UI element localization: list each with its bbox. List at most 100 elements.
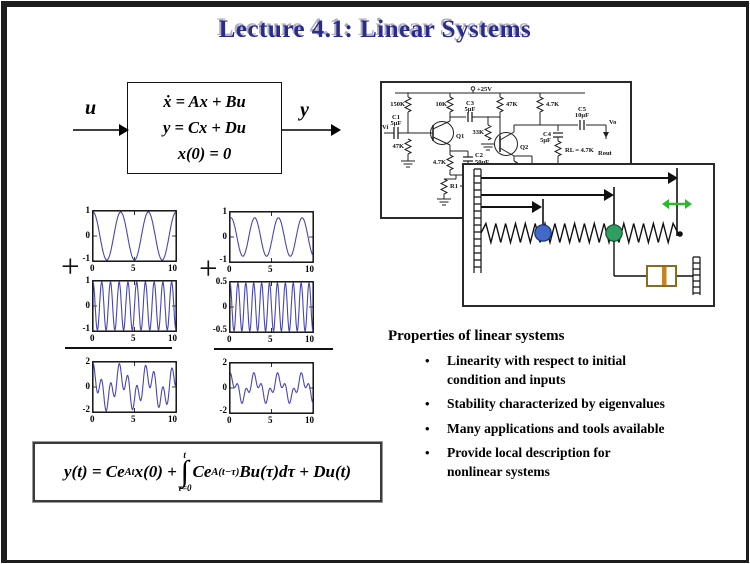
- x-tick-label: 5: [268, 415, 273, 425]
- input-arrow: [73, 124, 129, 136]
- signal-plot-right-low: 1 0 -1 0 5 10: [220, 207, 315, 274]
- resistor-47k-input: [403, 138, 413, 155]
- y-tick-label: 0.5: [215, 276, 227, 286]
- svg-text:C4: C4: [543, 131, 552, 138]
- y-tick-label: -1: [82, 323, 91, 333]
- x-tick-label: 10: [168, 333, 177, 343]
- y-tick-label: 2: [222, 357, 228, 367]
- arrowhead: [668, 172, 678, 184]
- waveform-curve: [229, 372, 314, 404]
- svg-text:C2: C2: [475, 152, 483, 159]
- properties-heading: Properties of linear systems: [388, 328, 565, 344]
- displacement-arrows: [481, 168, 678, 236]
- y-tick-label: 1: [222, 206, 228, 216]
- svg-text:C3: C3: [466, 100, 475, 107]
- y-tick-label: -2: [82, 404, 91, 414]
- x-tick-label: 0: [90, 414, 95, 424]
- signal-plot-right-high: 0.5 0 -0.5 0 5 10: [213, 277, 314, 344]
- resistor-33k: [483, 124, 493, 141]
- svg-text:C1: C1: [392, 114, 400, 121]
- fixed-wall-left: [473, 168, 482, 273]
- svg-text:10μF: 10μF: [575, 112, 589, 119]
- y-tick-label: -2: [219, 405, 228, 415]
- bullet-icon: •: [425, 353, 430, 368]
- x-tick-label: 5: [131, 414, 136, 424]
- initial-condition: x(0) = 0: [177, 144, 232, 163]
- cap-c5: [579, 120, 585, 130]
- cap-c4: [553, 132, 563, 138]
- resistor-47k-top: [495, 96, 505, 113]
- arrowhead: [532, 201, 542, 213]
- bullet-icon: •: [425, 420, 430, 436]
- ground-symbol: [401, 160, 415, 168]
- plus-sign-right: +: [199, 251, 218, 287]
- svg-text:10K: 10K: [435, 101, 447, 108]
- mass-1-blue: [534, 224, 552, 242]
- transistor-q1: [430, 121, 454, 145]
- bullet-text: Stability characterized by eigenvalues: [447, 396, 665, 411]
- formula-lhs: y(t) = Ce: [64, 462, 125, 481]
- svg-text:150K: 150K: [390, 101, 405, 108]
- resistor-4k7-top: [535, 96, 545, 113]
- waveform-curve: [92, 280, 177, 332]
- x-tick-label: 0: [227, 415, 232, 425]
- x-tick-label: 10: [168, 414, 177, 424]
- svg-text:RL = 4.7K: RL = 4.7K: [565, 147, 594, 154]
- plot-frame: [92, 361, 177, 413]
- output-arrow: [282, 124, 341, 136]
- y-tick-label: 0: [222, 301, 228, 311]
- supply-terminal: [470, 86, 476, 91]
- ground-symbol: [481, 143, 495, 151]
- output-equation: y = Cx + Du: [163, 118, 246, 137]
- fixed-wall-right: [692, 256, 701, 295]
- state-equation: ẋ = Ax + Bu: [163, 92, 246, 111]
- y-tick-label: 0: [222, 231, 228, 241]
- y-tick-label: 0: [85, 230, 91, 240]
- spring-end-node: [677, 231, 683, 237]
- svg-text:5μF: 5μF: [465, 106, 476, 113]
- spring-coil: [480, 220, 679, 246]
- svg-text:C5: C5: [578, 106, 587, 113]
- x-tick-label: 0: [90, 263, 95, 273]
- x-tick-label: 5: [268, 264, 273, 274]
- output-label: y: [300, 99, 309, 121]
- bullet-icon: •: [425, 396, 430, 411]
- sum-rule-line-right: [214, 348, 333, 350]
- transistor-q2: [494, 132, 518, 156]
- page-title: Lecture 4.1: Linear Systems: [218, 16, 532, 43]
- plus-sign-left: +: [61, 249, 80, 285]
- y-tick-label: -0.5: [212, 324, 227, 334]
- x-tick-label: 10: [305, 264, 314, 274]
- spring-mass-damper-figure: [462, 163, 715, 307]
- waveform-curve: [229, 217, 314, 257]
- y-tick-label: -1: [219, 254, 228, 264]
- resistor-rload: [553, 140, 563, 157]
- property-bullet-item: • Stability characterized by eigenvalues: [425, 395, 710, 414]
- x-tick-label: 0: [227, 264, 232, 274]
- bullet-icon: •: [425, 445, 430, 460]
- svg-text:47K: 47K: [392, 143, 404, 150]
- resistor-150k: [403, 96, 413, 113]
- svg-text:4.7K: 4.7K: [546, 101, 559, 108]
- x-tick-label: 5: [268, 334, 273, 344]
- integral-sign: t ∫ τ=0: [177, 450, 192, 493]
- x-tick-label: 0: [90, 333, 95, 343]
- x-tick-label: 5: [131, 333, 136, 343]
- waveform-curve: [92, 211, 177, 261]
- signal-plot-left-high: 1 0 -1 0 5 10: [83, 276, 178, 343]
- plot-frame: [229, 362, 314, 414]
- cap-c1: [393, 127, 399, 139]
- svg-text:50μF: 50μF: [475, 159, 489, 166]
- x-tick-label: 5: [131, 263, 136, 273]
- x-tick-label: 0: [227, 334, 232, 344]
- svg-text:+25V: +25V: [477, 86, 492, 93]
- resistor-4k7-e1: [445, 154, 455, 171]
- x-tick-label: 10: [305, 334, 314, 344]
- y-tick-label: 0: [85, 381, 91, 391]
